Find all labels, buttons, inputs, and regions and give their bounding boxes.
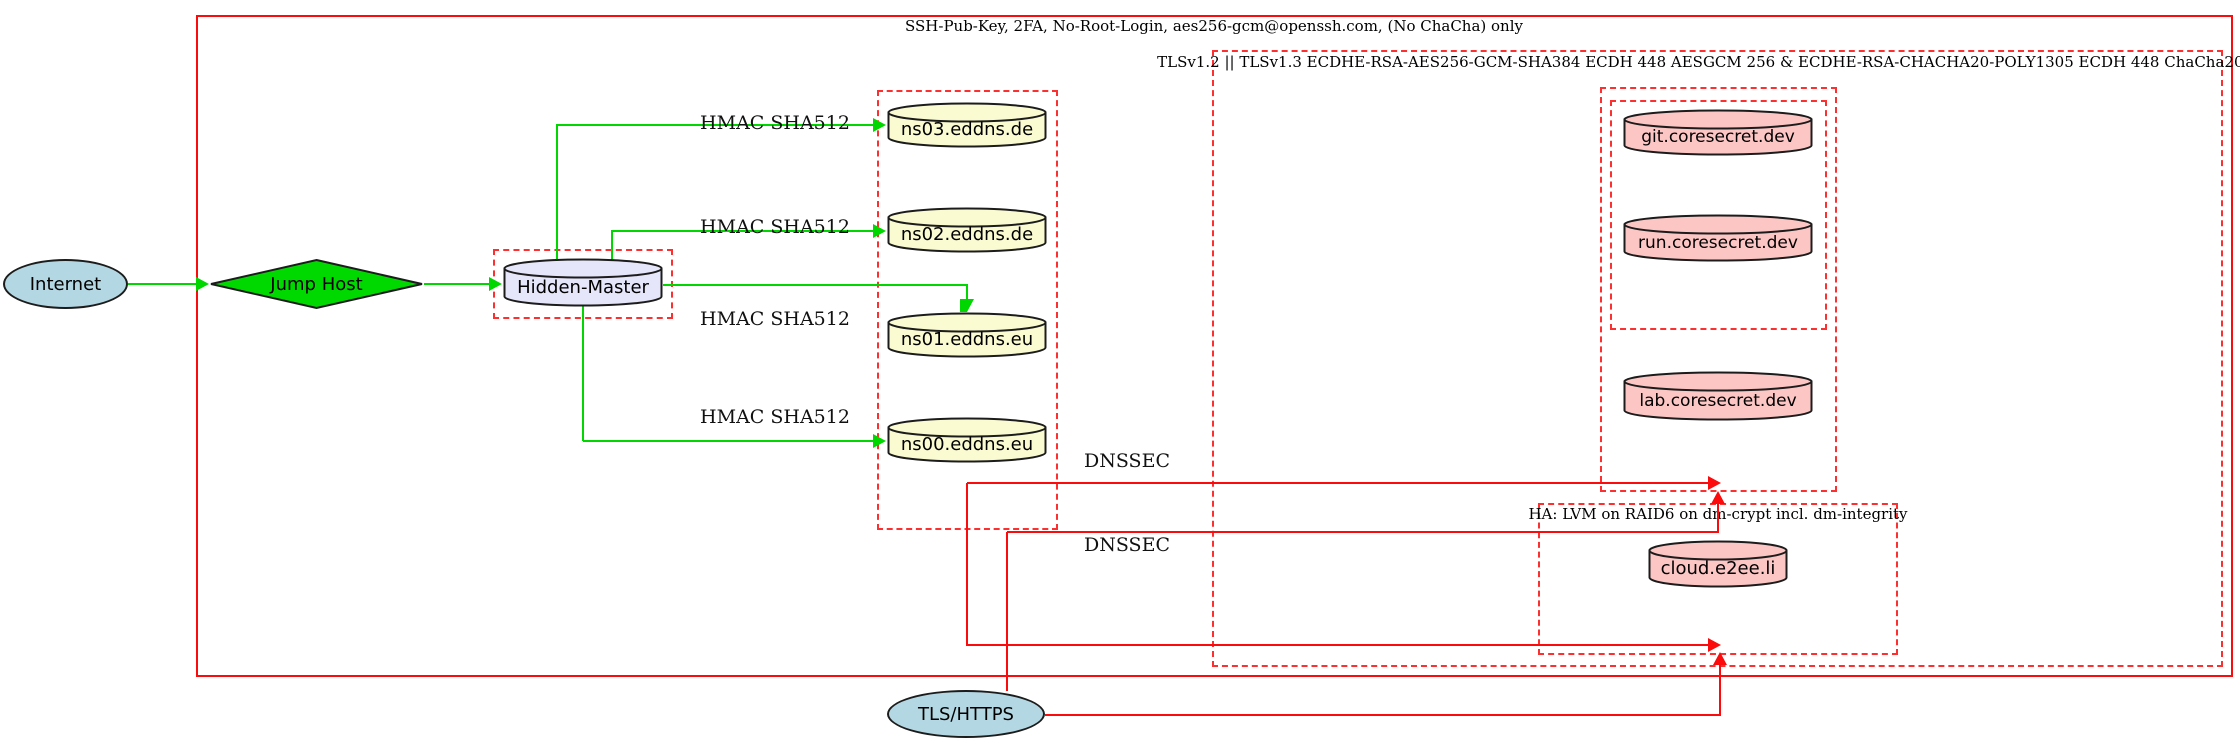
edge-dnssec2-horizontal: [967, 644, 1708, 646]
edge-hm-ns02-horizontal: [612, 230, 874, 232]
coresecret-inner-cluster-box: [1610, 100, 1827, 330]
node-ns03-label: ns03.eddns.de: [900, 119, 1034, 140]
arrowhead-into-ns02: [873, 224, 886, 238]
ssh-cluster-label: SSH-Pub-Key, 2FA, No-Root-Login, aes256-…: [905, 17, 1523, 35]
edge-label-dnssec-1: DNSSEC: [1084, 450, 1170, 472]
tls-cluster-box: [1212, 50, 2223, 667]
edge-hm-ns00-horizontal: [583, 440, 874, 442]
edge-label-hmac-ns02: HMAC SHA512: [700, 216, 850, 238]
ssh-cluster-box: [196, 15, 2233, 677]
edge-dnssec1-horizontal: [967, 482, 1708, 484]
edge-tlshttps-coresecret-horizontal: [1007, 531, 1719, 533]
node-internet-label: Internet: [29, 273, 102, 295]
node-ns00: ns00.eddns.eu: [887, 417, 1047, 463]
edge-hm-ns01-horizontal: [663, 284, 968, 286]
edge-hm-ns00-vertical: [582, 305, 584, 441]
arrowhead-into-ns01: [960, 299, 974, 312]
node-ns01-label: ns01.eddns.eu: [900, 329, 1034, 350]
arrowhead-into-ns03: [873, 118, 886, 132]
node-lab-coresecret: lab.coresecret.dev: [1623, 371, 1813, 421]
edge-hm-ns03-vertical: [556, 124, 558, 261]
node-run-coresecret-label: run.coresecret.dev: [1638, 232, 1798, 253]
jump-host-shape: [210, 258, 423, 310]
edge-label-hmac-ns03: HMAC SHA512: [700, 112, 850, 134]
arrowhead-into-ha-box: [1713, 652, 1727, 665]
node-cloud-e2ee: cloud.e2ee.li: [1648, 540, 1788, 588]
edge-label-dnssec-2: DNSSEC: [1084, 534, 1170, 556]
edge-hm-ns01-vertical: [966, 285, 968, 299]
node-ns01: ns01.eddns.eu: [887, 312, 1047, 358]
node-ns02-label: ns02.eddns.de: [900, 224, 1034, 245]
node-tls-https: TLS/HTTPS: [887, 690, 1045, 738]
node-ns03: ns03.eddns.de: [887, 102, 1047, 148]
node-internet: Internet: [3, 259, 128, 309]
arrowhead-dnssec1: [1708, 476, 1721, 490]
edge-tlshttps-ha-vertical: [1719, 664, 1721, 715]
edge-jumphost-hiddenmaster: [424, 283, 489, 285]
node-hidden-master: Hidden-Master: [503, 258, 663, 307]
arrowhead-into-coresecret-box: [1711, 491, 1725, 504]
node-git-coresecret: git.coresecret.dev: [1623, 109, 1813, 156]
node-jump-host: Jump Host: [209, 258, 424, 310]
node-tls-https-label: TLS/HTTPS: [917, 703, 1014, 725]
node-jump-host-label: Jump Host: [270, 273, 363, 295]
arrowhead-dnssec2: [1708, 638, 1721, 652]
node-lab-coresecret-label: lab.coresecret.dev: [1639, 390, 1797, 411]
edge-dnssec-trunk-vertical: [966, 483, 968, 646]
node-hidden-master-label: Hidden-Master: [517, 276, 649, 298]
node-git-coresecret-label: git.coresecret.dev: [1641, 127, 1795, 147]
arrowhead-into-hiddenmaster: [489, 277, 502, 291]
edge-hm-ns03-horizontal: [557, 124, 874, 126]
node-ns02: ns02.eddns.de: [887, 207, 1047, 253]
arrowhead-into-jumphost: [196, 277, 209, 291]
tls-cluster-label: TLSv1.2 || TLSv1.3 ECDHE-RSA-AES256-GCM-…: [1157, 53, 2240, 71]
node-run-coresecret: run.coresecret.dev: [1623, 214, 1813, 262]
arrowhead-into-ns00: [873, 434, 886, 448]
edge-tlshttps-coresecret-vertical: [1717, 503, 1719, 532]
edge-tlshttps-top-vertical: [1006, 532, 1008, 691]
edge-internet-jumphost: [128, 283, 196, 285]
edge-tlshttps-ha-horizontal: [1045, 714, 1721, 716]
node-ns00-label: ns00.eddns.eu: [900, 434, 1034, 455]
node-cloud-e2ee-label: cloud.e2ee.li: [1660, 558, 1776, 579]
edge-label-hmac-ns01: HMAC SHA512: [700, 308, 850, 330]
edge-hm-ns02-vertical: [611, 230, 613, 261]
edge-label-hmac-ns00: HMAC SHA512: [700, 406, 850, 428]
